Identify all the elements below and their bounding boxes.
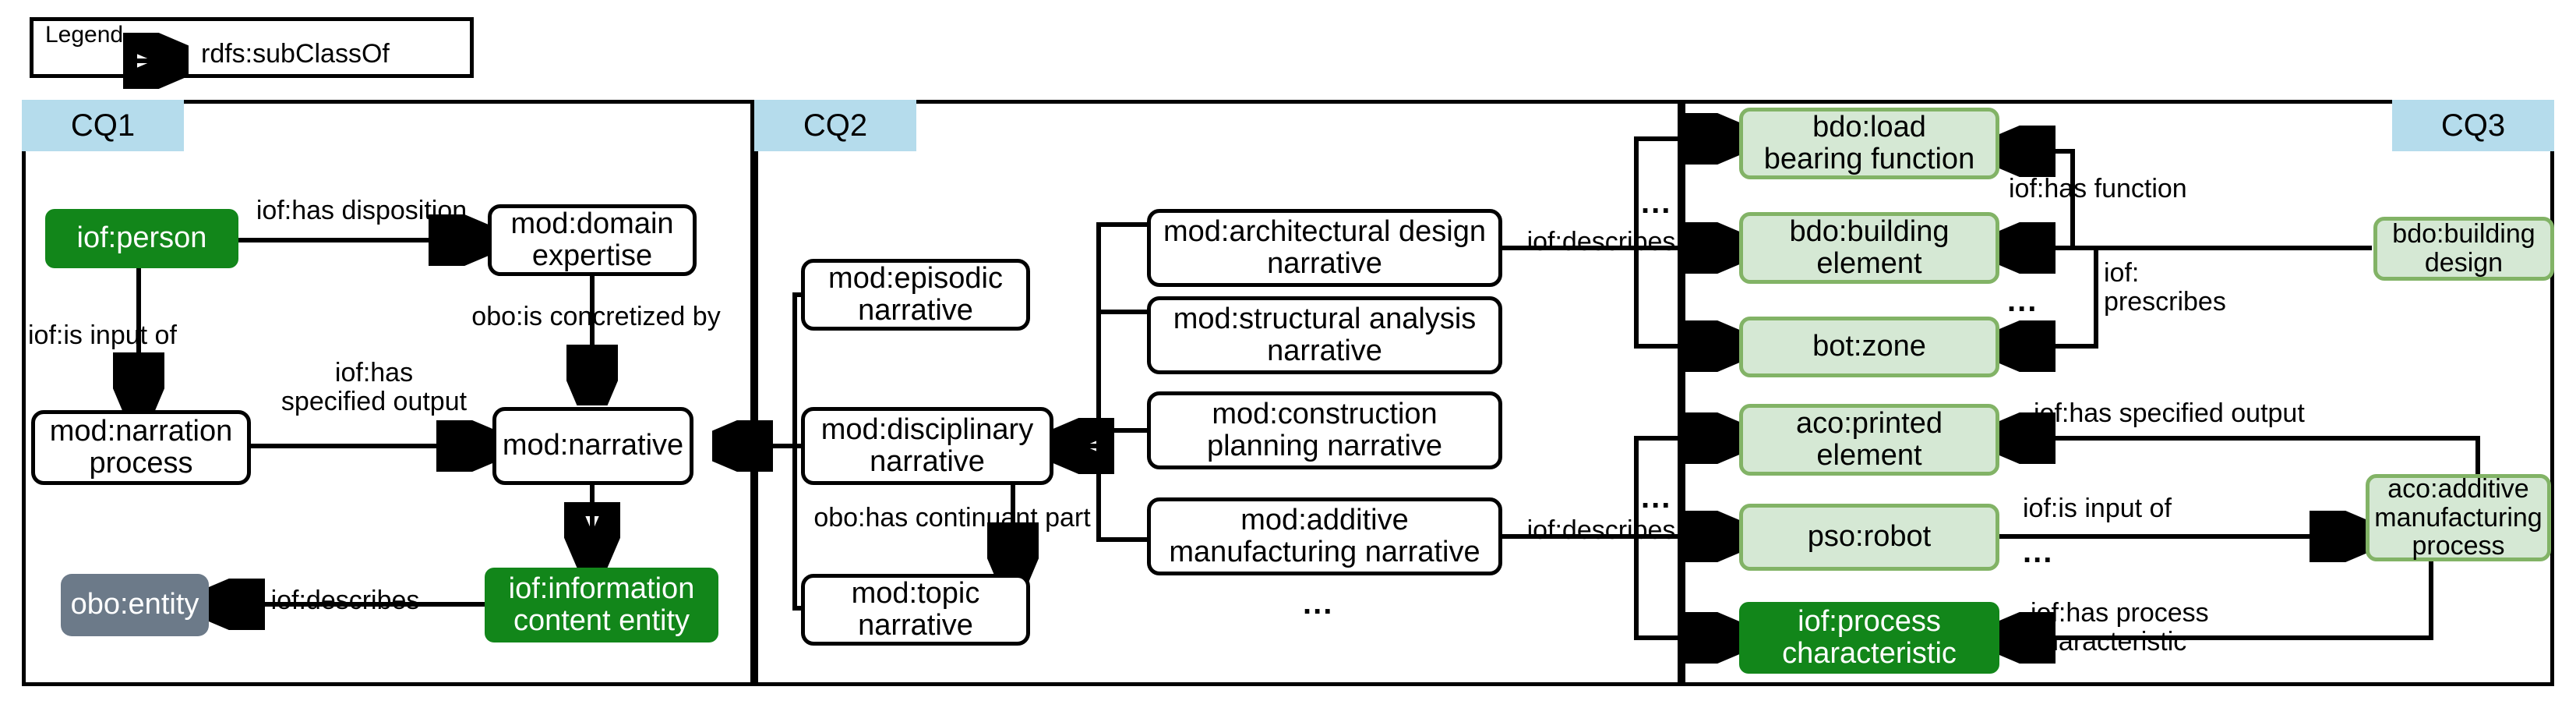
legend-box xyxy=(30,17,474,78)
edge-label-has-function: iof:has function xyxy=(2009,174,2187,204)
node-obo-entity-label: obo:entity xyxy=(70,588,199,621)
edge-label-describes-cq1: iof:describes xyxy=(270,586,420,615)
node-pso-robot-label: pso:robot xyxy=(1807,520,1932,554)
node-bdo-building-element[interactable]: bdo:building element xyxy=(1739,212,1999,284)
ellipsis-cq3-top-right: ... xyxy=(2007,284,2038,318)
ellipsis-cq3-bottom-left: ... xyxy=(1641,480,1672,515)
node-bdo-load-bearing-function-label: bdo:load bearing function xyxy=(1763,110,1975,175)
node-bot-zone-label: bot:zone xyxy=(1812,330,1926,363)
legend-relation-label: rdfs:subClassOf xyxy=(201,39,390,69)
node-bdo-building-element-label: bdo:building element xyxy=(1789,214,1950,280)
panel-tab-cq1: CQ1 xyxy=(22,100,184,151)
node-mod-domain-expertise[interactable]: mod:domain expertise xyxy=(488,204,697,276)
panel-tab-cq2: CQ2 xyxy=(754,100,916,151)
node-mod-disciplinary-narrative[interactable]: mod:disciplinary narrative xyxy=(801,407,1053,485)
edge-label-has-continuant-part: obo:has continuant part xyxy=(813,503,1091,533)
node-mod-narration-process[interactable]: mod:narration process xyxy=(31,410,251,485)
node-mod-topic-narrative-label: mod:topic narrative xyxy=(851,576,980,642)
node-mod-narrative-label: mod:narrative xyxy=(502,429,684,462)
node-mod-architectural-design-narrative[interactable]: mod:architectural design narrative xyxy=(1147,209,1502,287)
node-iof-information-content-entity[interactable]: iof:information content entity xyxy=(485,568,718,642)
node-mod-topic-narrative[interactable]: mod:topic narrative xyxy=(801,574,1030,646)
node-bdo-load-bearing-function[interactable]: bdo:load bearing function xyxy=(1739,108,1999,179)
edge-label-is-input-of-cq3: iof:is input of xyxy=(2023,494,2172,523)
edge-label-has-specified-output-cq3: iof:has specified output xyxy=(2034,398,2305,428)
node-mod-domain-expertise-label: mod:domain expertise xyxy=(510,207,674,272)
node-mod-additive-manufacturing-narrative-label: mod:additive manufacturing narrative xyxy=(1169,503,1480,568)
node-iof-information-content-entity-label: iof:information content entity xyxy=(508,572,695,637)
node-iof-person[interactable]: iof:person xyxy=(45,209,238,268)
panel-tab-cq3-label: CQ3 xyxy=(2440,108,2506,143)
edge-label-is-input-of: iof:is input of xyxy=(28,320,177,350)
node-obo-entity[interactable]: obo:entity xyxy=(61,574,209,636)
node-bot-zone[interactable]: bot:zone xyxy=(1739,317,1999,377)
ellipsis-cq2: ... xyxy=(1303,586,1334,621)
edge-label-describes-architectural: iof:describes xyxy=(1526,227,1676,257)
node-mod-additive-manufacturing-narrative[interactable]: mod:additive manufacturing narrative xyxy=(1147,497,1502,575)
node-mod-narrative[interactable]: mod:narrative xyxy=(492,407,693,485)
edge-label-describes-additive: iof:describes xyxy=(1526,515,1676,545)
panel-tab-cq1-label: CQ1 xyxy=(70,108,136,143)
legend-title: Legend xyxy=(45,22,124,48)
node-bdo-building-design-label: bdo:building design xyxy=(2392,219,2535,278)
edge-label-is-concretized-by: obo:is concretized by xyxy=(471,302,721,331)
node-bdo-building-design[interactable]: bdo:building design xyxy=(2373,217,2554,281)
node-mod-structural-analysis-narrative-label: mod:structural analysis narrative xyxy=(1173,302,1477,367)
node-pso-robot[interactable]: pso:robot xyxy=(1739,504,1999,571)
panel-tab-cq3: CQ3 xyxy=(2392,100,2554,151)
node-mod-narration-process-label: mod:narration process xyxy=(49,414,233,480)
edge-label-has-specified-output: iof:has specified output xyxy=(281,358,468,417)
ellipsis-cq3-bottom-right: ... xyxy=(2023,535,2054,569)
node-aco-additive-manufacturing-process[interactable]: aco:additive manufacturing process xyxy=(2366,474,2551,561)
edge-label-has-process-characteristic: iof:has process characteristic xyxy=(2031,598,2209,657)
edge-label-prescribes: iof: prescribes xyxy=(2104,258,2226,317)
node-iof-person-label: iof:person xyxy=(76,221,207,255)
ellipsis-cq3-top-left: ... xyxy=(1641,186,1672,220)
edge-label-has-disposition: iof:has disposition xyxy=(256,196,468,225)
node-mod-episodic-narrative-label: mod:episodic narrative xyxy=(828,261,1003,327)
node-mod-construction-planning-narrative-label: mod:construction planning narrative xyxy=(1206,397,1443,462)
node-mod-disciplinary-narrative-label: mod:disciplinary narrative xyxy=(820,412,1034,478)
node-aco-printed-element-label: aco:printed element xyxy=(1795,406,1943,472)
node-aco-printed-element[interactable]: aco:printed element xyxy=(1739,404,1999,476)
node-iof-process-characteristic-label: iof:process characteristic xyxy=(1782,604,1957,670)
node-mod-architectural-design-narrative-label: mod:architectural design narrative xyxy=(1163,214,1486,280)
node-mod-construction-planning-narrative[interactable]: mod:construction planning narrative xyxy=(1147,391,1502,469)
panel-tab-cq2-label: CQ2 xyxy=(803,108,868,143)
node-iof-process-characteristic[interactable]: iof:process characteristic xyxy=(1739,602,1999,674)
node-aco-additive-manufacturing-process-label: aco:additive manufacturing process xyxy=(2374,473,2542,561)
node-mod-structural-analysis-narrative[interactable]: mod:structural analysis narrative xyxy=(1147,296,1502,374)
node-mod-episodic-narrative[interactable]: mod:episodic narrative xyxy=(801,259,1030,331)
